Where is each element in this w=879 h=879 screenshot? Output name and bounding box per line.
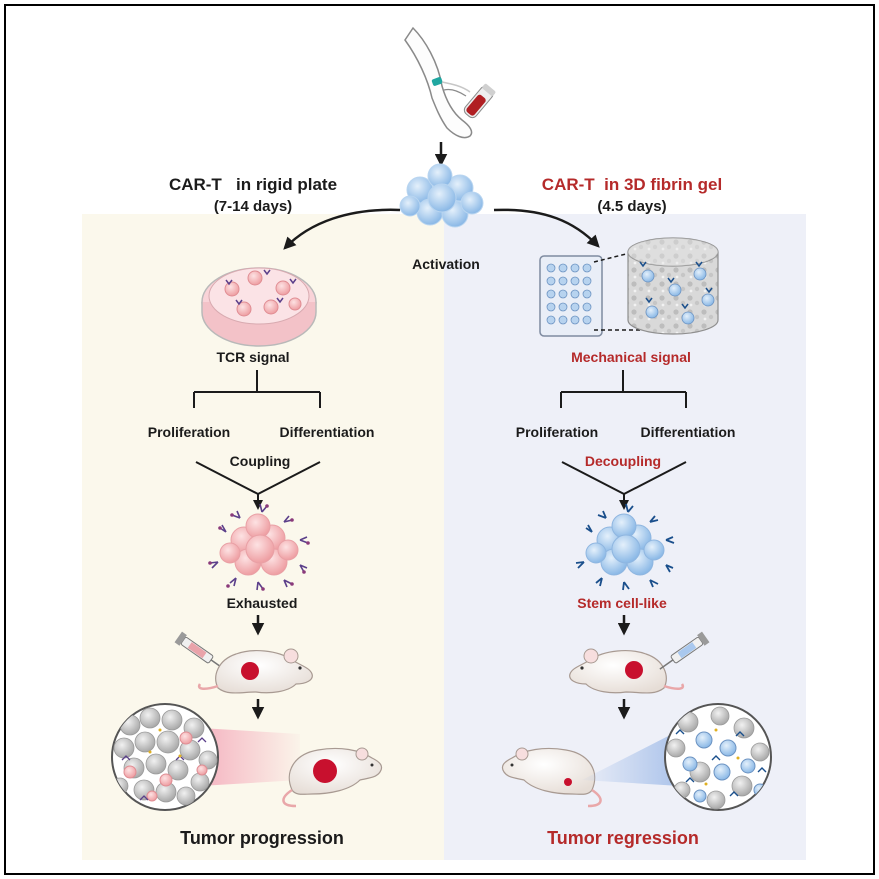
right-branch-differentiation: Differentiation	[641, 424, 736, 440]
right-outcome-label: Tumor regression	[547, 828, 699, 848]
t-cell-cluster-icon	[399, 163, 484, 228]
mouse-icon	[569, 648, 685, 694]
fibrin-gel-cylinder-icon	[627, 237, 719, 335]
right-mode-label: Decoupling	[585, 453, 661, 469]
mouse-icon	[197, 648, 313, 694]
mouse-icon	[501, 747, 602, 808]
left-mode-label: Coupling	[230, 453, 291, 469]
tumor-microenvironment-icon	[111, 703, 219, 811]
mouse-icon	[282, 747, 383, 808]
syringe-icon	[659, 631, 710, 670]
activation-label: Activation	[412, 256, 480, 272]
arrow-to-left-branch	[283, 208, 401, 250]
right-state-label: Stem cell-like	[577, 595, 667, 611]
left-title: CAR-T in rigid plate	[169, 175, 337, 194]
stem-like-cell-cluster-icon	[575, 503, 675, 591]
tumor-microenvironment-icon	[664, 703, 772, 811]
left-zoom-cone	[200, 728, 300, 786]
left-outcome-label: Tumor progression	[180, 828, 344, 848]
arrow-to-right-branch	[493, 208, 600, 248]
left-branch-differentiation: Differentiation	[280, 424, 375, 440]
left-funnel-arrow	[195, 461, 321, 510]
right-zoom-cone	[582, 730, 680, 786]
right-title: CAR-T in 3D fibrin gel	[542, 175, 722, 194]
right-duration: (4.5 days)	[597, 198, 666, 215]
left-bracket	[193, 370, 321, 408]
syringe-icon	[174, 631, 225, 670]
well-plate-icon	[539, 255, 603, 337]
right-branch-proliferation: Proliferation	[516, 424, 598, 440]
right-funnel-arrow	[561, 461, 687, 510]
right-bracket	[560, 370, 687, 408]
right-signal-label: Mechanical signal	[571, 349, 691, 365]
petri-dish-icon	[201, 267, 317, 347]
left-state-label: Exhausted	[227, 595, 298, 611]
left-branch-proliferation: Proliferation	[148, 424, 230, 440]
left-duration: (7-14 days)	[214, 198, 292, 215]
left-signal-label: TCR signal	[216, 349, 289, 365]
exhausted-cell-cluster-icon	[208, 503, 310, 591]
blood-draw-arm-icon	[404, 26, 496, 139]
